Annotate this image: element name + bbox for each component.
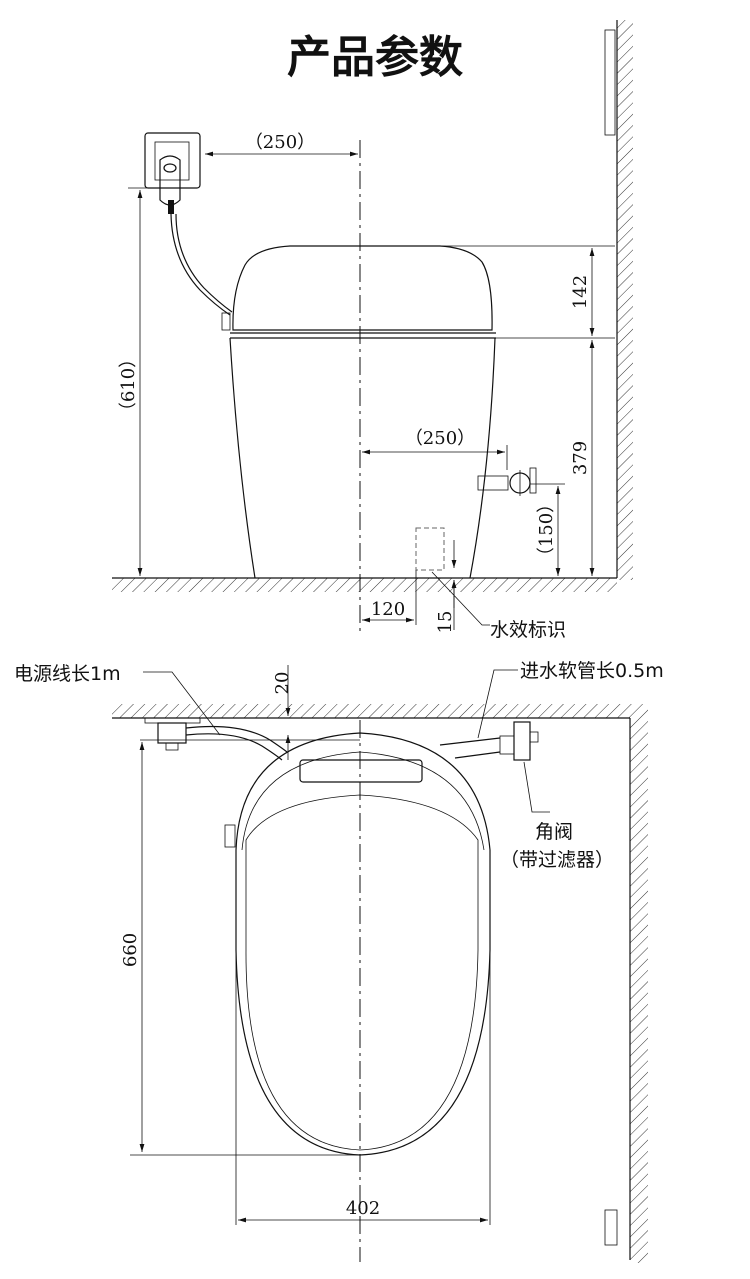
toilet-side [221,245,537,579]
wall-fixture-bottom [604,1209,618,1246]
dim-label-height: 15 [435,611,456,634]
back-wall-hatch [112,704,648,718]
dim-inlet-height: （150） [536,495,557,565]
side-wall-hatch [630,718,648,1263]
dim-lid-height: 142 [570,275,591,309]
power-outlet [144,132,233,316]
page-title: 产品参数 [287,32,463,83]
wall-hatch [617,20,633,580]
toilet-top [224,721,539,1225]
label-filter: （带过滤器） [500,849,614,871]
top-view: 660 20 402 电源线长1m 进水软管长0.5m 角阀 （带过滤器） [14,660,664,1263]
floor-hatch [112,578,617,592]
dim-length: 660 [120,933,141,967]
side-view: （250） （610） 142 379 （250） （150） 120 15 水… [112,20,633,641]
dim-body-height: 379 [570,441,591,475]
label-water-efficiency: 水效标识 [490,619,566,641]
wall-fixture [604,29,616,136]
label-power-cord: 电源线长1m [14,663,121,685]
label-angle-valve: 角阀 [535,821,573,843]
dim-outlet-offset: （250） [245,132,315,153]
water-label-box [415,527,445,571]
dim-width: 402 [346,1198,380,1219]
label-inlet-hose: 进水软管长0.5m [520,660,664,682]
dim-wall-gap: 20 [272,672,293,695]
dim-outlet-height: （610） [118,350,139,420]
dim-label-offset: 120 [371,599,405,620]
dim-inlet-offset: （250） [405,428,475,449]
